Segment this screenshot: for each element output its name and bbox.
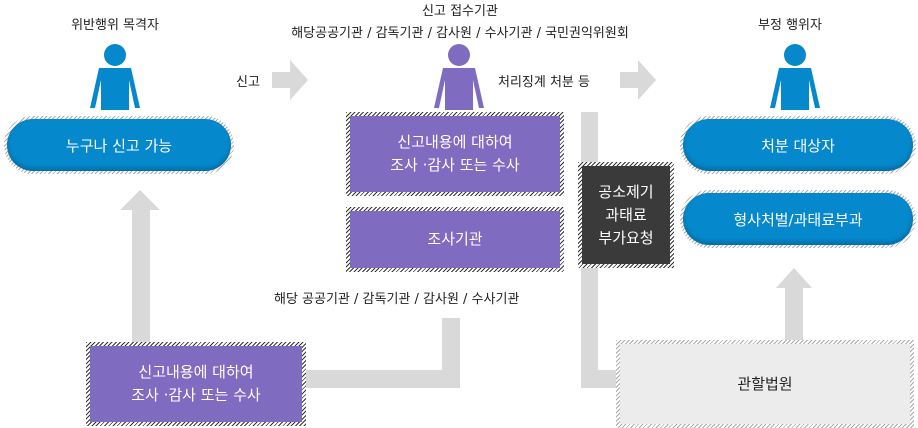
connector-horizontal-right: [581, 370, 621, 388]
box-line: 공소제기: [598, 182, 654, 201]
box-line: 신고내용에 대하여: [397, 133, 513, 151]
agency-subtitle: 해당공공기관 / 감독기관 / 감사원 / 수사기관 / 국민권익위원회: [291, 26, 629, 41]
anyone-can-report-pill: 누구나 신고 가능: [4, 116, 234, 174]
box-line: 부가요청: [598, 228, 654, 247]
box-line: 신고내용에 대하여: [138, 363, 254, 381]
arrow-up-icon: [776, 268, 812, 344]
action-label: 처리징계 처분 등: [498, 75, 590, 90]
connector-horizontal-mid: [300, 370, 460, 388]
person-icon: [770, 44, 820, 110]
box-line: 조사 ·감사 또는 수사: [390, 156, 520, 174]
person-icon: [90, 44, 140, 110]
report-label: 신고: [236, 75, 260, 90]
court-box: 관할법원: [616, 340, 914, 428]
disposition-target-pill: 처분 대상자: [680, 116, 916, 174]
investigators-label: 해당 공공기관 / 감독기관 / 감사원 / 수사기관: [274, 292, 520, 307]
arrow-right-icon: [272, 60, 308, 100]
box-line: 과태료: [605, 205, 647, 224]
penalty-pill: 형사처벌/과태료부과: [680, 190, 916, 248]
agency-title: 신고 접수기관: [422, 4, 498, 19]
arrow-up-icon: [120, 190, 160, 350]
arrow-right-icon: [620, 60, 656, 100]
investigation-agency-box: 조사기관: [346, 207, 564, 272]
box-line: 조사 ·감사 또는 수사: [131, 386, 261, 404]
person-icon: [434, 44, 484, 110]
witness-title: 위반행위 목격자: [71, 18, 159, 33]
offender-title: 부정 행위자: [758, 18, 822, 33]
